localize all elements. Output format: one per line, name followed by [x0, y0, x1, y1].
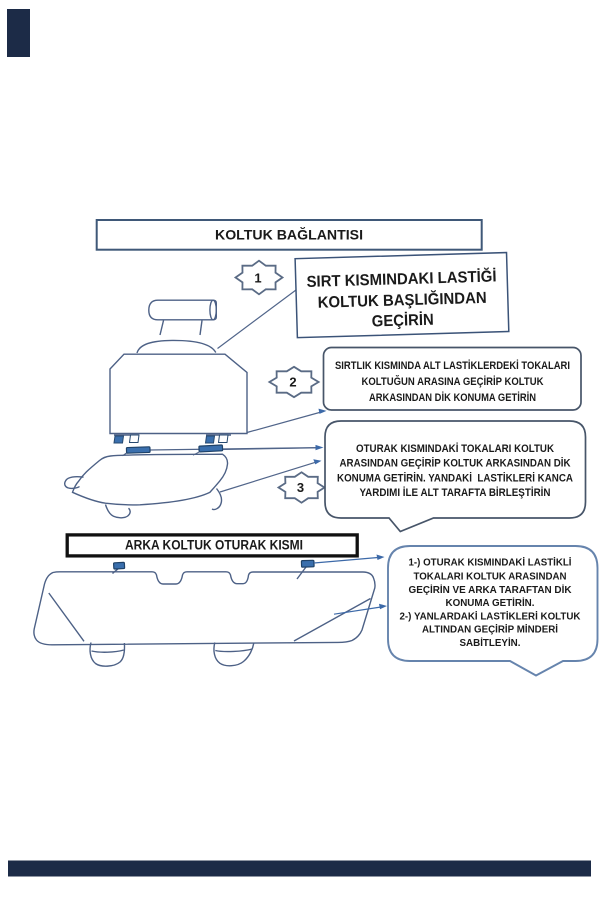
svg-text:2: 2: [289, 375, 296, 390]
svg-text:KOLTUK BAĞLANTISI: KOLTUK BAĞLANTISI: [215, 226, 363, 243]
svg-text:KONUMA GETİRİN. YANDAKİ LASTİ: KONUMA GETİRİN. YANDAKİ LASTİKLERİ KANCA: [337, 472, 573, 485]
svg-text:GEÇİRİN: GEÇİRİN: [371, 311, 433, 331]
svg-text:SIRTLIK KISMINDA ALT LASTİKLER: SIRTLIK KISMINDA ALT LASTİKLERDEKİ TOKAL…: [335, 359, 570, 372]
svg-text:ARASINDAN GEÇİRİP KOLTUK ARKAS: ARASINDAN GEÇİRİP KOLTUK ARKASINDAN DİK: [340, 457, 571, 470]
svg-text:TOKALARI KOLTUK ARASINDAN: TOKALARI KOLTUK ARASINDAN: [414, 571, 567, 582]
svg-text:1-) OTURAK KISMINDAKİ LASTİKLİ: 1-) OTURAK KISMINDAKİ LASTİKLİ: [409, 556, 572, 569]
svg-text:ARKA KOLTUK OTURAK KISMI: ARKA KOLTUK OTURAK KISMI: [125, 538, 303, 553]
svg-text:KONUMA GETİRİN.: KONUMA GETİRİN.: [446, 596, 535, 609]
svg-text:OTURAK KISMINDAKİ TOKALARI KOL: OTURAK KISMINDAKİ TOKALARI KOLTUK: [356, 442, 554, 455]
svg-text:ALTINDAN GEÇİRİP MİNDERİ: ALTINDAN GEÇİRİP MİNDERİ: [422, 623, 558, 636]
svg-text:SABİTLEYİN.: SABİTLEYİN.: [460, 636, 521, 649]
svg-text:GEÇİRİN VE ARKA TARAFTAN DİK: GEÇİRİN VE ARKA TARAFTAN DİK: [409, 583, 573, 596]
svg-text:ARKASINDAN DİK KONUMA GETİRİN: ARKASINDAN DİK KONUMA GETİRİN: [369, 391, 536, 404]
svg-text:YARDIMI İLE ALT TARAFTA BİRLEŞ: YARDIMI İLE ALT TARAFTA BİRLEŞTİRİN: [360, 486, 551, 499]
svg-text:2-) YANLARDAKİ LASTİKLERİ KOLT: 2-) YANLARDAKİ LASTİKLERİ KOLTUK: [400, 609, 582, 622]
svg-text:KOLTUK BAŞLIĞINDAN: KOLTUK BAŞLIĞINDAN: [317, 288, 486, 312]
svg-text:KOLTUĞUN ARASINA GEÇİRİP KOLTU: KOLTUĞUN ARASINA GEÇİRİP KOLTUK: [362, 375, 544, 388]
svg-text:1: 1: [254, 271, 261, 286]
svg-text:3: 3: [297, 480, 304, 495]
